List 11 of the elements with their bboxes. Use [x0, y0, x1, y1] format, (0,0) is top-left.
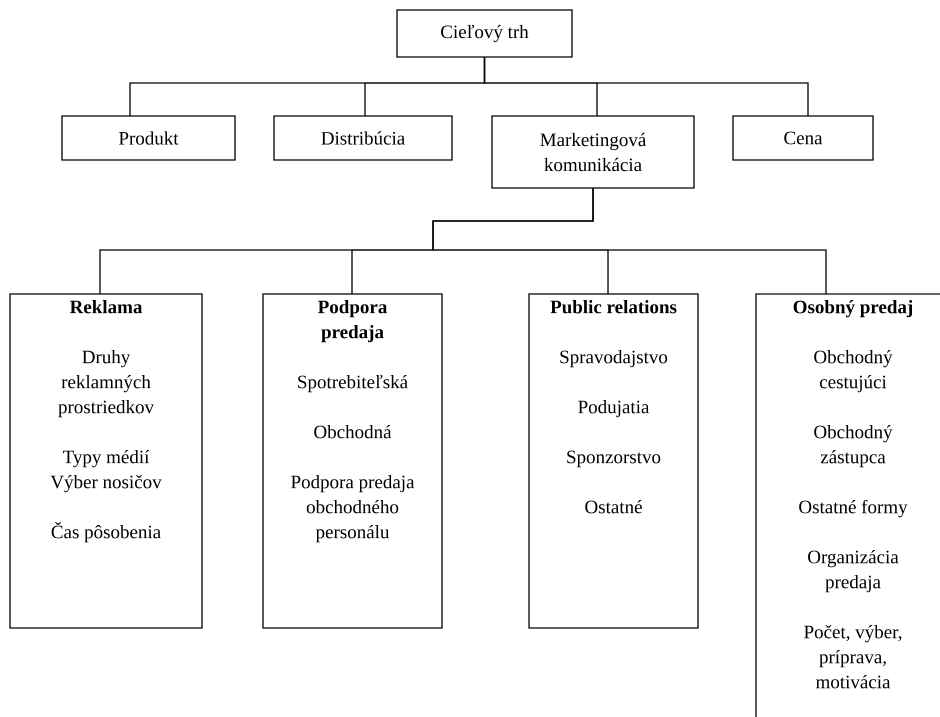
- category-box: Produkt: [61, 115, 236, 161]
- category-box: Marketingová komunikácia: [491, 115, 695, 189]
- category-box: Distribúcia: [273, 115, 453, 161]
- connector-line: [484, 57, 809, 116]
- tool-box: Osobný predaj Obchodný cestujúci Obchodný zástupca Ostatné formy Organizácia predaja Počet, výber, príprava, motivácia: [755, 293, 940, 717]
- root-box: Cieľový trh: [396, 9, 573, 58]
- tool-box: Reklama Druhy reklamných prostriedkov Typy médií Výber nosičov Čas pôsobenia: [9, 293, 203, 629]
- tool-box: Podpora predaja Spotrebiteľská Obchodná Podpora predaja obchodného personálu: [262, 293, 443, 629]
- category-box: Cena: [732, 115, 874, 161]
- tool-box: Public relations Spravodajstvo Podujatia Sponzorstvo Ostatné: [528, 293, 699, 629]
- connector-line: [432, 188, 827, 294]
